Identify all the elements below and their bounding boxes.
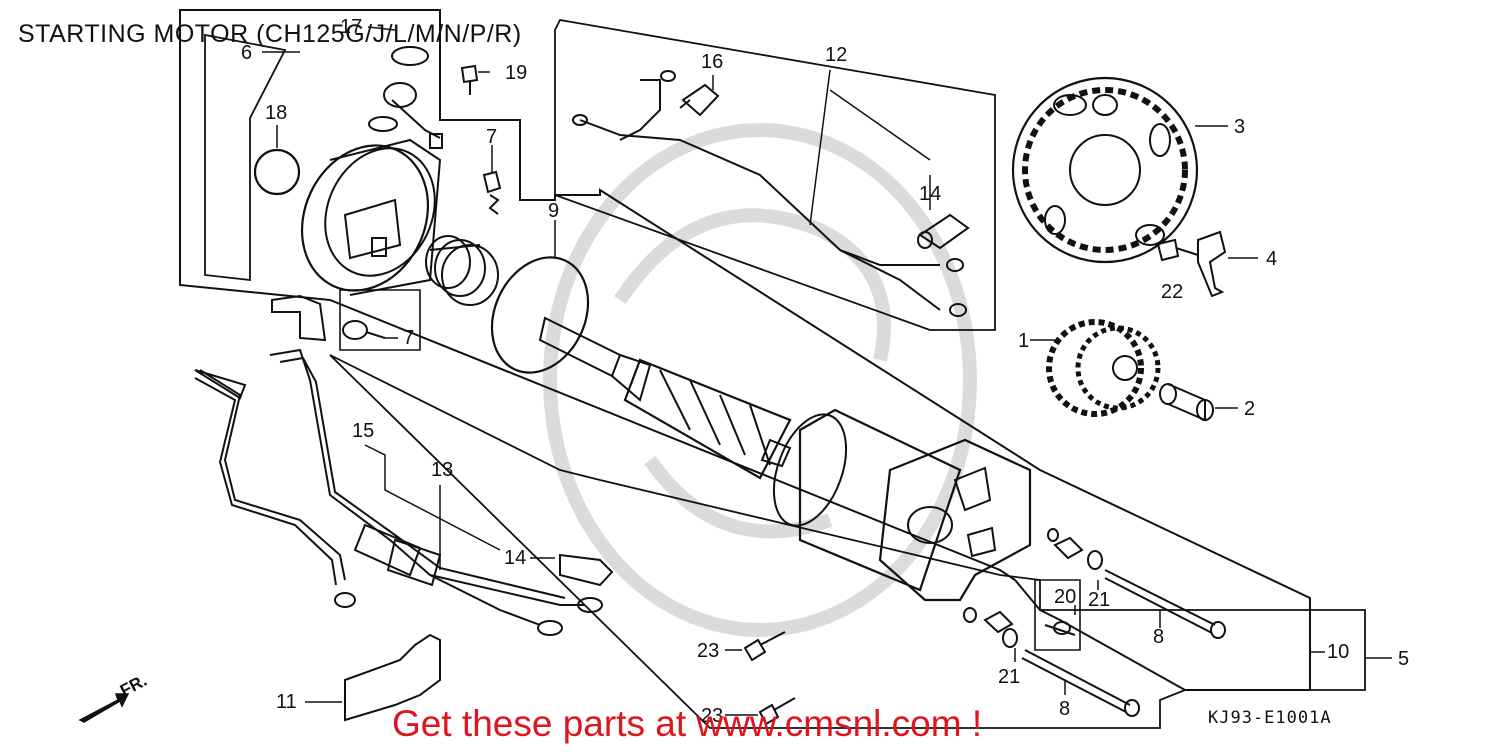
callout-11: 11 [276,691,297,713]
front-direction-arrow [78,693,130,723]
starter-driven-gear [1011,76,1199,264]
callout-7-upper: 7 [486,126,498,148]
bolt-23-lower [758,697,796,726]
callout-6: 6 [241,42,253,64]
callout-19: 19 [505,62,528,84]
bolt-8-lower [1021,649,1131,713]
washer-7 [342,320,386,340]
callout-2: 2 [1244,398,1256,420]
callout-3: 3 [1234,116,1246,138]
bolt-8-upper [1104,569,1216,634]
group-outline-7 [339,289,421,351]
callout-1: 1 [1018,330,1030,352]
bolt-8-lower-head [1124,699,1140,717]
promo-banner-link[interactable]: Get these parts at www.cmsnl.com ! [392,703,983,744]
armature [538,316,792,480]
watermark-logo [543,123,977,637]
callout-23-upper: 23 [697,640,720,662]
diagram-title: STARTING MOTOR (CH125G/J/L/M/N/P/R) [18,20,522,48]
washer-small [963,607,977,623]
group-outline-12 [554,18,996,331]
terminal-cap-16 [679,83,720,117]
callout-8-upper: 8 [1153,626,1165,648]
group-outline-18 [204,33,287,282]
washer-small-2 [1047,528,1059,542]
group-outline-6 [179,9,1311,691]
clamp-11 [344,633,441,722]
wire-harness-12 [572,70,967,317]
nut-lower [983,610,1014,634]
group-outline-10 [329,354,1366,729]
terminal-cap-14-bottom [559,553,614,587]
brush-terminal-set [368,46,443,149]
bolt-23-upper [743,631,786,662]
callout-16: 16 [701,51,724,73]
washer-21-upper [1087,550,1103,570]
nut-upper [1053,536,1084,560]
idle-gear [1046,319,1161,417]
callout-22: 22 [1161,281,1184,303]
washer-20 [1044,621,1076,636]
callout-12: 12 [825,44,848,66]
callout-17: 17 [340,16,363,38]
callout-13: 13 [431,459,454,481]
terminal-cap-14-top [917,213,970,250]
bolt-8-upper-head [1210,621,1226,639]
callout-15: 15 [352,420,375,442]
callout-21-upper: 21 [1088,589,1111,611]
group-outline-20 [1034,579,1081,651]
rear-cover [300,138,442,296]
callout-20: 20 [1054,586,1077,608]
leader-lines [262,26,1392,716]
callout-8-lower: 8 [1059,698,1071,720]
bolt-19 [460,64,479,95]
callout-18: 18 [265,102,288,124]
callout-4: 4 [1266,248,1278,270]
stopper-bracket [1197,230,1227,298]
motor-case [772,408,1032,602]
o-ring-18 [253,148,301,196]
callout-14-upper: 14 [919,183,942,205]
flange-bolt-22 [1156,238,1199,262]
brush-spring-set [425,235,499,306]
o-ring-9 [490,256,590,374]
callout-7-lower: 7 [403,327,415,349]
callout-21-lower: 21 [998,666,1021,688]
callout-14-lower: 14 [504,547,527,569]
washer-21-lower [1002,628,1018,648]
callout-23-lower: 23 [701,705,724,727]
idle-gear-shaft [1159,383,1214,422]
cable-bracket-15 [271,294,327,342]
diagram-code: KJ93-E1001A [1208,708,1332,728]
callout-9: 9 [548,200,560,222]
callout-5: 5 [1398,648,1410,670]
callout-10: 10 [1327,641,1350,663]
starter-cable-15 [194,369,356,608]
spring-7 [482,170,502,215]
